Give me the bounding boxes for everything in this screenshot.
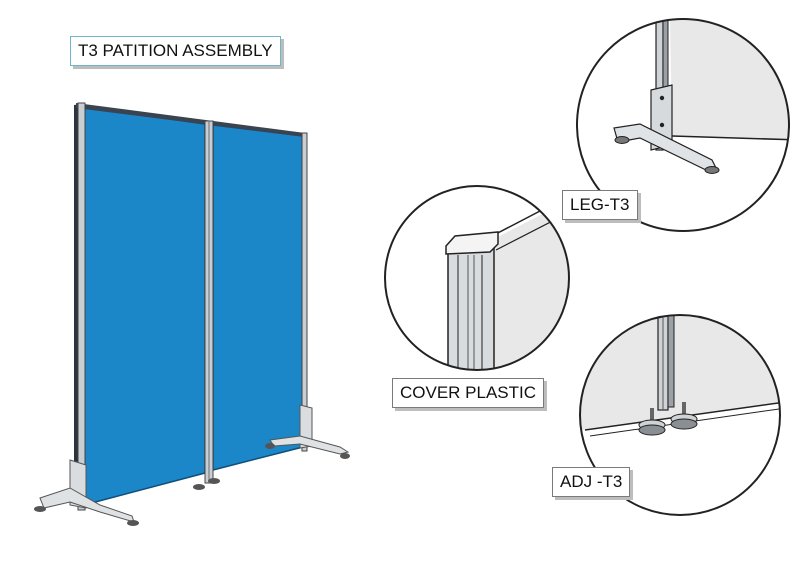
adj-t3-label: ADJ -T3 bbox=[552, 467, 631, 497]
middle-adjusters bbox=[193, 478, 220, 490]
left-t-leg bbox=[34, 459, 139, 526]
adj-detail-circle bbox=[579, 314, 781, 516]
diagram-title: T3 PATITION ASSEMBLY bbox=[70, 36, 281, 66]
cover-plastic-label: COVER PLASTIC bbox=[392, 378, 545, 408]
left-post bbox=[77, 102, 86, 511]
partition-assembly bbox=[34, 102, 350, 526]
cover-detail-circle bbox=[384, 185, 570, 371]
right-t-leg bbox=[265, 404, 350, 459]
cover-plastic-cap bbox=[445, 231, 499, 255]
right-post bbox=[301, 132, 308, 452]
right-panel bbox=[212, 124, 304, 471]
leg-t3-label: LEG-T3 bbox=[562, 190, 638, 220]
left-panel bbox=[83, 106, 206, 506]
